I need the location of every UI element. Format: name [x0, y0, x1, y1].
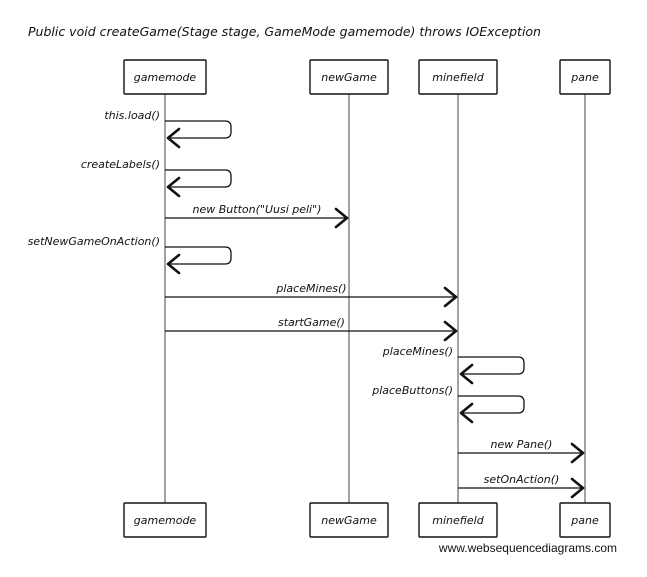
- diagram-title: Public void createGame(Stage stage, Game…: [28, 24, 541, 39]
- participant-box-pane-bottom: [559, 502, 611, 538]
- message-line-3: [165, 246, 232, 265]
- messages: this.load() createLabels() new Button("Uus…: [28, 109, 585, 499]
- message-line-6: [458, 356, 525, 375]
- message-arrowhead-5: [443, 320, 458, 342]
- participant-label-gamemode-top: gamemode: [134, 71, 197, 84]
- message-line-7: [458, 395, 525, 414]
- message-arrowhead-8: [570, 442, 585, 464]
- participant-label-newGame-top: newGame: [321, 71, 377, 84]
- participant-label-minefield-bottom: minefield: [432, 514, 484, 527]
- message-label-6: placeMines(): [382, 345, 453, 358]
- message-arrowhead-3: [166, 253, 181, 275]
- message-line-1: [165, 169, 232, 188]
- participant-label-pane-top: pane: [570, 71, 599, 84]
- participant-box-minefield-top: [418, 59, 498, 95]
- participant-label-minefield-top: minefield: [432, 71, 484, 84]
- participant-box-gamemode-top: [123, 59, 207, 95]
- message-label-2: new Button("Uusi peli"): [193, 203, 322, 216]
- message-label-7: placeButtons(): [371, 384, 453, 397]
- message-arrowhead-6: [459, 363, 474, 385]
- message-label-1: createLabels(): [81, 158, 160, 171]
- message-arrowhead-0: [166, 127, 181, 149]
- message-arrowhead-9: [570, 477, 585, 499]
- participant-box-newGame-top: [309, 59, 389, 95]
- message-arrowhead-4: [443, 286, 458, 308]
- message-label-3: setNewGameOnAction(): [28, 235, 160, 248]
- lifelines: [164, 94, 586, 503]
- message-label-8: new Pane(): [491, 438, 553, 451]
- message-arrowhead-2: [334, 207, 349, 229]
- participant-box-gamemode-bottom: [123, 502, 207, 538]
- participant-label-pane-bottom: pane: [570, 514, 599, 527]
- message-label-5: startGame(): [278, 316, 345, 329]
- message-label-0: this.load(): [104, 109, 160, 122]
- participant-label-newGame-bottom: newGame: [321, 514, 377, 527]
- message-label-4: placeMines(): [275, 282, 346, 295]
- participant-label-gamemode-bottom: gamemode: [134, 514, 197, 527]
- participant-boxes: gamemode gamemode newGame newGame minefield m…: [123, 59, 611, 538]
- watermark: www.websequencediagrams.com: [438, 541, 617, 555]
- message-label-9: setOnAction(): [484, 473, 560, 486]
- message-arrowhead-1: [166, 176, 181, 198]
- participant-box-newGame-bottom: [309, 502, 389, 538]
- participant-box-minefield-bottom: [418, 502, 498, 538]
- message-line-0: [165, 120, 232, 139]
- participant-box-pane-top: [559, 59, 611, 95]
- message-arrowhead-7: [459, 402, 474, 424]
